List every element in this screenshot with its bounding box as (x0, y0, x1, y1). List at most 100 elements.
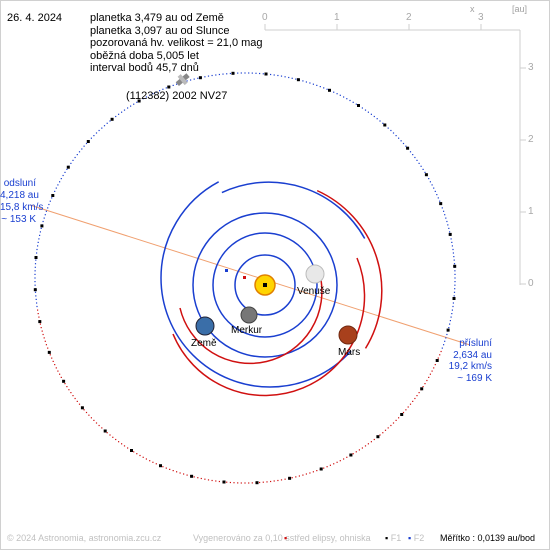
orbit-dot (447, 224, 449, 226)
orbit-dot (95, 132, 98, 134)
orbit-point-marker (34, 256, 38, 259)
earth-orbit-south (172, 257, 366, 397)
orbit-dot (240, 72, 242, 74)
asteroid-info: planetka 3,479 au od Země planetka 3,097… (90, 12, 263, 75)
aphelion-speed: 15,8 km/s (0, 202, 44, 213)
orbit-dot (222, 73, 224, 75)
orbit-dot (152, 461, 154, 463)
orbit-dot (402, 411, 405, 414)
orbit-dot (64, 171, 66, 173)
orbit-dot (39, 323, 41, 325)
orbit-dot (434, 364, 436, 366)
orbit-dot (123, 109, 126, 111)
orbit-dot (291, 477, 293, 479)
orbit-dot (34, 277, 36, 279)
orbit-dot (323, 87, 325, 89)
orbit-dot (395, 135, 397, 137)
orbit-point-marker (357, 104, 360, 107)
orbit-dot (142, 98, 144, 100)
orbit-dot (339, 94, 341, 96)
close-button[interactable]: x (470, 4, 475, 14)
mercury-orbit (234, 254, 296, 316)
orbit-dot (414, 156, 416, 159)
orbit-point-marker (62, 379, 66, 383)
orbit-dot (343, 96, 345, 98)
orbit-dot (72, 395, 74, 397)
f1-label: F1 (390, 533, 402, 543)
orbit-dot (49, 354, 51, 356)
orbit-dot (155, 91, 157, 93)
orbit-dot (255, 72, 257, 74)
orbit-dot (70, 162, 72, 164)
orbit-dot (373, 115, 375, 118)
orbit-dot (244, 72, 246, 74)
orbit-dot (398, 137, 400, 139)
orbit-dot (446, 220, 448, 223)
orbit-dot (237, 482, 239, 484)
orbit-dot (414, 397, 416, 400)
orbit-dot (68, 389, 70, 391)
orbit-dot (251, 72, 253, 74)
orbit-dot (454, 288, 456, 290)
orbit-dot (453, 263, 456, 265)
orbit-dot (93, 135, 95, 137)
orbit-dot (54, 190, 56, 192)
orbit-dot (433, 187, 435, 189)
perihelion-distance: 2,634 au (453, 349, 492, 361)
orbit-dot (109, 434, 111, 436)
perihelion-temperature: ~ 169 K (457, 372, 492, 384)
orbit-dot (41, 330, 43, 332)
orbit-dot (312, 83, 314, 85)
orbit-dot (152, 93, 154, 95)
orbit-dot (370, 441, 372, 443)
asteroid-icon (175, 73, 190, 87)
venus-icon (305, 264, 325, 284)
orbit-dot (248, 482, 250, 484)
orbit-dot (237, 72, 239, 74)
f1-marker-icon: ▪ (385, 533, 389, 543)
orbit-dot (424, 383, 426, 385)
orbit-dot (346, 98, 348, 100)
orbit-dot (346, 456, 348, 458)
orbit-dot (451, 313, 453, 315)
orbit-dot (454, 270, 456, 272)
orbit-dot (440, 350, 442, 353)
orbit-dot (452, 302, 454, 304)
orbit-dot (424, 171, 426, 173)
orbit-dot (81, 148, 83, 150)
orbit-dot (361, 107, 363, 109)
orbit-dot (207, 75, 210, 77)
orbit-dot (59, 373, 61, 375)
orbit-dot (387, 127, 389, 129)
orbit-dot (204, 76, 206, 78)
orbit-dot (352, 101, 354, 103)
orbit-dot (176, 83, 178, 85)
orbit-dot (418, 392, 420, 394)
orbit-point-marker (383, 123, 387, 127)
orbit-dot (37, 309, 39, 311)
orbit-dot (444, 340, 446, 342)
orbit-dot (309, 82, 311, 84)
orbit-dot (70, 392, 72, 394)
orbit-point-marker (296, 78, 300, 82)
orbit-dot (35, 259, 37, 261)
orbit-dot (106, 432, 108, 434)
orbit-dot (298, 475, 300, 477)
orbit-dot (416, 395, 418, 397)
orbit-dot (436, 194, 438, 196)
orbit-dot (453, 291, 456, 293)
orbit-dot (64, 383, 66, 385)
orbit-dot (218, 73, 220, 76)
orbit-point-marker (400, 413, 404, 416)
orbit-dot (85, 411, 88, 414)
orbit-dot (34, 284, 36, 286)
orbit-dot (376, 118, 378, 120)
orbit-dot (183, 473, 185, 475)
orbit-point-marker (167, 85, 171, 89)
orbit-dot (437, 197, 439, 199)
orbit-dot (35, 295, 37, 297)
orbit-dot (280, 75, 283, 77)
orbit-dot (60, 376, 62, 378)
orbit-dot (101, 427, 103, 429)
orbit-dot (123, 445, 126, 447)
